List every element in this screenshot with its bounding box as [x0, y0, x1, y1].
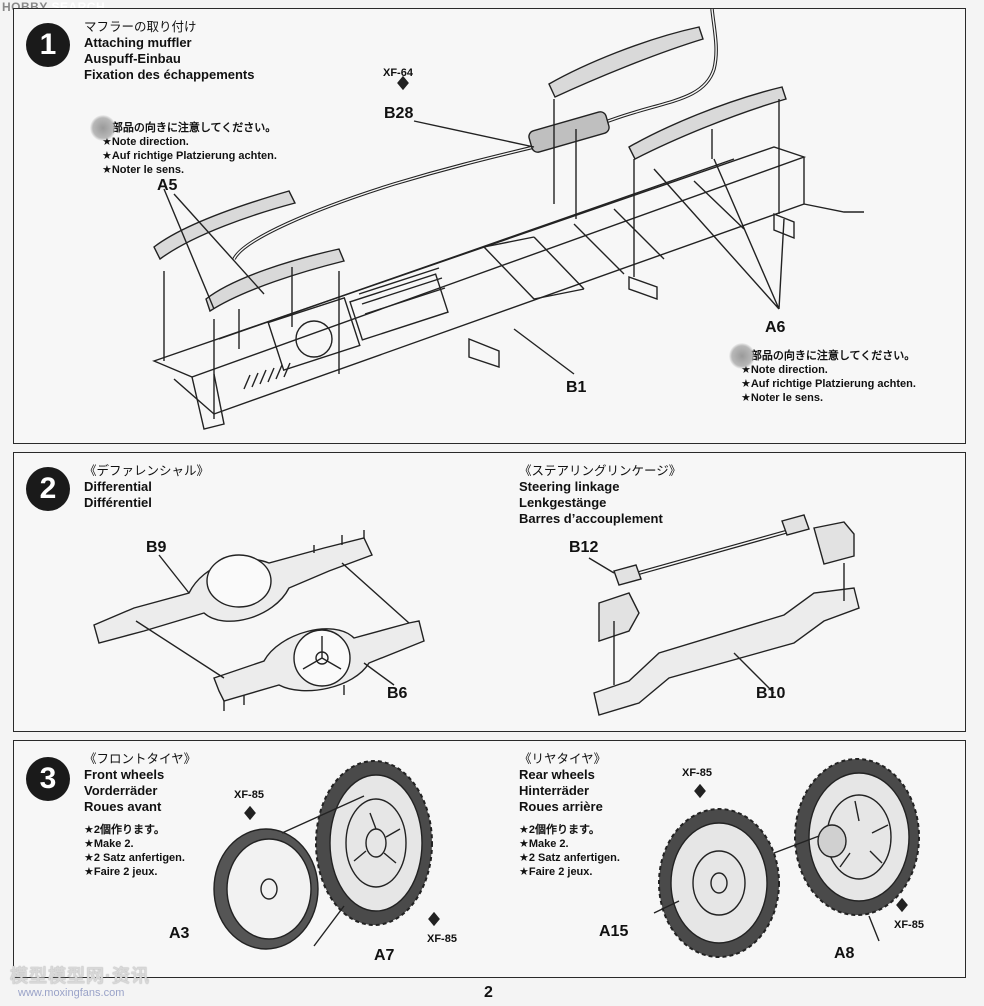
note-line: ★Note direction.	[102, 136, 189, 148]
title-jp: 《ステアリングリンケージ》	[519, 464, 682, 478]
title-en: Attaching muffler	[84, 35, 192, 50]
title-fr: Différentiel	[84, 495, 152, 510]
note-line: ★Make 2.	[519, 838, 569, 850]
make-two-note-left: ★2個作ります。 ★Make 2. ★2 Satz anfertigen. ★F…	[84, 823, 185, 879]
title-de: Hinterräder	[519, 783, 590, 798]
note-line: ★2個作ります。	[84, 824, 165, 836]
step-number: 1	[26, 23, 70, 67]
part-label-a5: A5	[157, 177, 178, 194]
title-jp: 《フロントタイヤ》	[84, 752, 197, 766]
paint-code-xf85: XF-85	[682, 767, 712, 779]
front-wheels-title: 《フロントタイヤ》 Front wheels Vorderräder Roues…	[84, 751, 196, 815]
note-line: ★部品の向きに注意してください。	[741, 350, 916, 362]
step-1-panel: 1 マフラーの取り付け Attaching muffler Auspuff-Ei…	[13, 8, 966, 444]
note-line: ★2 Satz anfertigen.	[84, 852, 185, 864]
page-number: 2	[484, 984, 493, 1001]
chassis-assembly-drawing	[152, 8, 864, 430]
highlight-dot-icon	[90, 115, 116, 141]
title-fr: Roues arrière	[519, 799, 603, 814]
note-line: ★Make 2.	[84, 838, 134, 850]
differential-steering-drawing	[93, 514, 860, 716]
make-two-note-right: ★2個作ります。 ★Make 2. ★2 Satz anfertigen. ★F…	[519, 823, 620, 879]
title-jp: 《リヤタイヤ》	[519, 752, 607, 766]
note-line: ★Auf richtige Platzierung achten.	[102, 150, 277, 162]
step-1-title: マフラーの取り付け Attaching muffler Auspuff-Einb…	[84, 19, 255, 83]
part-label-a7: A7	[374, 947, 395, 964]
part-label-b6: B6	[387, 685, 408, 702]
paint-code-xf85: XF-85	[427, 933, 457, 945]
title-jp: 《デファレンシャル》	[84, 464, 210, 478]
note-line: ★Note direction.	[741, 364, 828, 376]
watermark-text: 模型模型网·资讯	[10, 966, 150, 986]
steering-linkage-title: 《ステアリングリンケージ》 Steering linkage Lenkgestä…	[519, 463, 681, 527]
step-number: 2	[26, 467, 70, 511]
note-direction-left: ★部品の向きに注意してください。 ★Note direction. ★Auf r…	[90, 115, 277, 177]
watermark-url: www.moxingfans.com	[18, 987, 125, 999]
part-label-a15: A15	[599, 923, 629, 940]
note-line: ★部品の向きに注意してください。	[102, 122, 277, 134]
differential-title: 《デファレンシャル》 Differential Différentiel	[84, 463, 209, 511]
title-jp: マフラーの取り付け	[84, 20, 197, 34]
paint-code-xf85: XF-85	[234, 789, 264, 801]
title-en: Steering linkage	[519, 479, 620, 494]
note-line: ★Auf richtige Platzierung achten.	[741, 378, 916, 390]
note-line: ★Faire 2 jeux.	[519, 866, 593, 878]
note-line: ★Faire 2 jeux.	[84, 866, 158, 878]
note-line: ★2 Satz anfertigen.	[519, 852, 620, 864]
paint-code-xf64: XF-64	[383, 67, 413, 79]
rear-wheels-title: 《リヤタイヤ》 Rear wheels Hinterräder Roues ar…	[519, 751, 606, 815]
part-label-b1: B1	[566, 379, 587, 396]
part-label-b12: B12	[569, 539, 599, 556]
title-de: Vorderräder	[84, 783, 158, 798]
step-number: 3	[26, 757, 70, 801]
title-en: Front wheels	[84, 767, 165, 782]
highlight-dot-icon	[729, 343, 755, 369]
part-label-a3: A3	[169, 925, 190, 942]
title-fr: Fixation des échappements	[84, 67, 255, 82]
note-line: ★2個作ります。	[519, 824, 600, 836]
paint-code-xf85: XF-85	[894, 919, 924, 931]
title-fr: Barres d’accouplement	[519, 511, 663, 526]
title-de: Lenkgestänge	[519, 495, 607, 510]
wheels-drawing	[213, 758, 920, 958]
part-label-b28: B28	[384, 105, 414, 122]
part-label-a6: A6	[765, 319, 786, 336]
step-3-panel: 3 《フロントタイヤ》 Front wheels Vorderräder Rou…	[13, 740, 966, 978]
note-line: ★Noter le sens.	[102, 164, 185, 176]
step-2-panel: 2 《デファレンシャル》 Differential Différentiel 《…	[13, 452, 966, 732]
part-label-a8: A8	[834, 945, 855, 962]
title-de: Auspuff-Einbau	[84, 51, 181, 66]
title-fr: Roues avant	[84, 799, 162, 814]
part-label-b10: B10	[756, 685, 786, 702]
part-label-b9: B9	[146, 539, 167, 556]
note-line: ★Noter le sens.	[741, 392, 824, 404]
note-direction-right: ★部品の向きに注意してください。 ★Note direction. ★Auf r…	[729, 343, 916, 405]
title-en: Rear wheels	[519, 767, 595, 782]
title-en: Differential	[84, 479, 152, 494]
